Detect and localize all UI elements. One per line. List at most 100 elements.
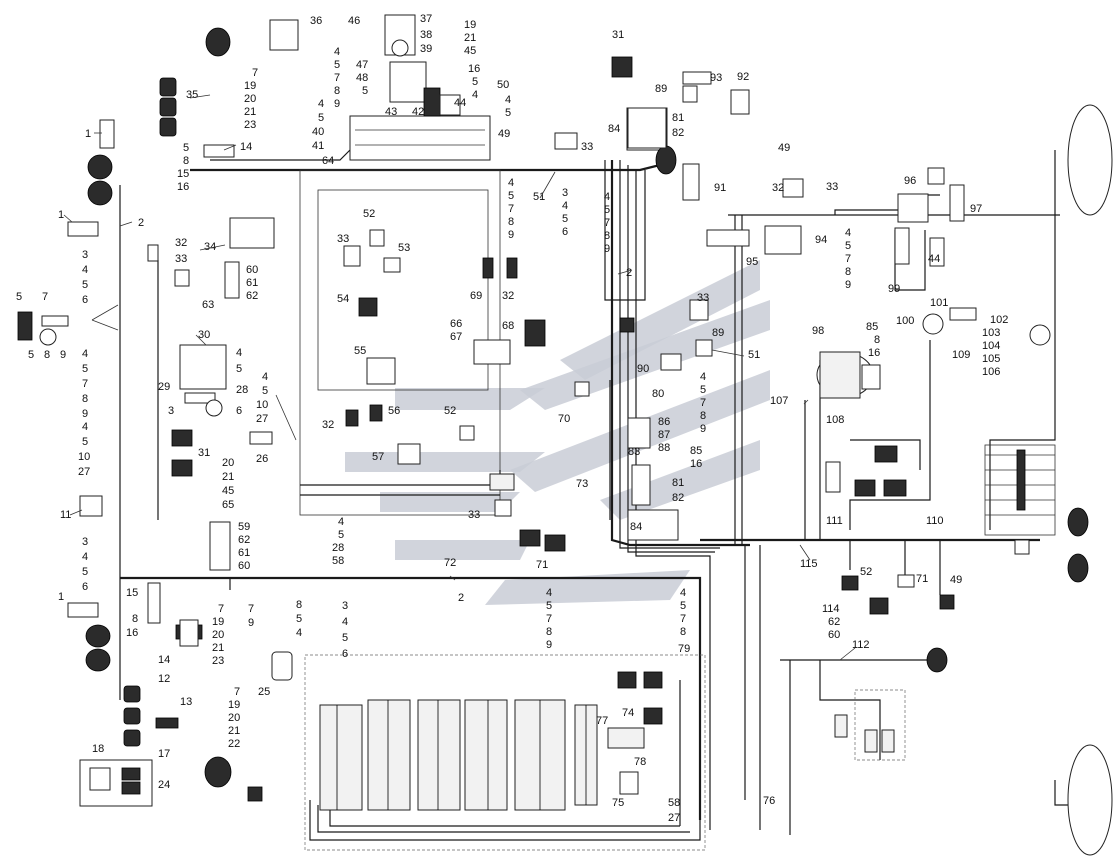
- callout-9: 9: [60, 349, 66, 361]
- callout-32: 32: [772, 182, 784, 194]
- callout-53: 53: [398, 242, 410, 254]
- callout-39: 39: [420, 43, 432, 55]
- callout-26: 26: [256, 453, 268, 465]
- callout-112: 112: [852, 639, 870, 651]
- callout-89: 89: [712, 327, 724, 339]
- callout-77: 77: [596, 715, 608, 727]
- callout-35: 35: [186, 89, 198, 101]
- callout-15: 15: [126, 587, 138, 599]
- callout-38: 38: [420, 29, 432, 41]
- callout-107: 107: [770, 395, 788, 407]
- callout-55: 55: [354, 345, 366, 357]
- callout-14: 14: [158, 654, 170, 666]
- callout-8: 8: [132, 613, 138, 625]
- callout-33: 33: [826, 181, 838, 193]
- callout-27: 27: [668, 812, 680, 824]
- callout-97: 97: [970, 203, 982, 215]
- leader-lines: [63, 94, 856, 661]
- callout-25: 25: [258, 686, 270, 698]
- callout-24: 24: [158, 779, 170, 791]
- callout-92: 92: [737, 71, 749, 83]
- callout-64: 64: [322, 155, 334, 167]
- callout-115: 115: [800, 558, 818, 570]
- callout-75: 75: [612, 797, 624, 809]
- callout-17: 17: [158, 748, 170, 760]
- callout-52: 52: [363, 208, 375, 220]
- callout-50: 50: [497, 79, 509, 91]
- callout-43: 43: [385, 106, 397, 118]
- callout-49: 49: [498, 128, 510, 140]
- callout-4: 5: [16, 291, 22, 303]
- callout-94: 94: [815, 234, 827, 246]
- callout-90: 90: [637, 363, 649, 375]
- callout-32: 32: [502, 290, 514, 302]
- callout-6: 6: [236, 405, 242, 417]
- callout-33: 33: [697, 292, 709, 304]
- callout-102: 102: [990, 314, 1008, 326]
- callout-8: 8: [44, 349, 50, 361]
- callout-1: 1: [58, 591, 64, 603]
- callout-1: 1: [58, 209, 64, 221]
- callout-2: 2: [458, 592, 464, 604]
- callout-2: 2: [626, 267, 632, 279]
- callout-16: 16: [126, 627, 138, 639]
- callout-36: 36: [310, 15, 322, 27]
- callout-4: 4: [236, 347, 242, 359]
- callout-32: 32: [322, 419, 334, 431]
- callout-1: 1: [85, 128, 91, 140]
- callout-56: 56: [388, 405, 400, 417]
- callout-33: 33: [337, 233, 349, 245]
- harness-trunks: [119, 149, 1075, 841]
- callouts: 1 1 1 2 2 2 11 12 13 14 14 15 17 18 24 2…: [16, 13, 1008, 824]
- callout-110: 110: [926, 515, 944, 527]
- callout-11: 11: [60, 509, 71, 521]
- callout-99: 99: [888, 283, 900, 295]
- callout-31: 31: [198, 447, 210, 459]
- callout-42: 42: [412, 106, 424, 118]
- callout-76: 76: [763, 795, 775, 807]
- callout-108: 108: [826, 414, 844, 426]
- callout-18: 18: [92, 743, 104, 755]
- callout-32: 32: [175, 237, 187, 249]
- callout-30: 30: [198, 329, 210, 341]
- callout-89: 89: [655, 83, 667, 95]
- callout-71: 71: [536, 559, 548, 571]
- callout-28: 28: [236, 384, 248, 396]
- callout-12: 12: [158, 673, 170, 685]
- callout-73: 73: [576, 478, 588, 490]
- callout-100: 100: [896, 315, 914, 327]
- fuse-block-panel: [304, 654, 706, 851]
- callout-91: 91: [714, 182, 726, 194]
- callout-83: 83: [628, 446, 640, 458]
- callout-33: 33: [581, 141, 593, 153]
- callout-5: 5: [28, 349, 34, 361]
- callout-13: 13: [180, 696, 192, 708]
- callout-70: 70: [558, 413, 570, 425]
- callout-78: 78: [634, 756, 646, 768]
- callout-52: 52: [860, 566, 872, 578]
- callout-52: 52: [444, 405, 456, 417]
- callout-80: 80: [652, 388, 664, 400]
- callout-58: 58: [668, 797, 680, 809]
- callout-2: 2: [138, 217, 144, 229]
- callout-3: 3: [168, 405, 174, 417]
